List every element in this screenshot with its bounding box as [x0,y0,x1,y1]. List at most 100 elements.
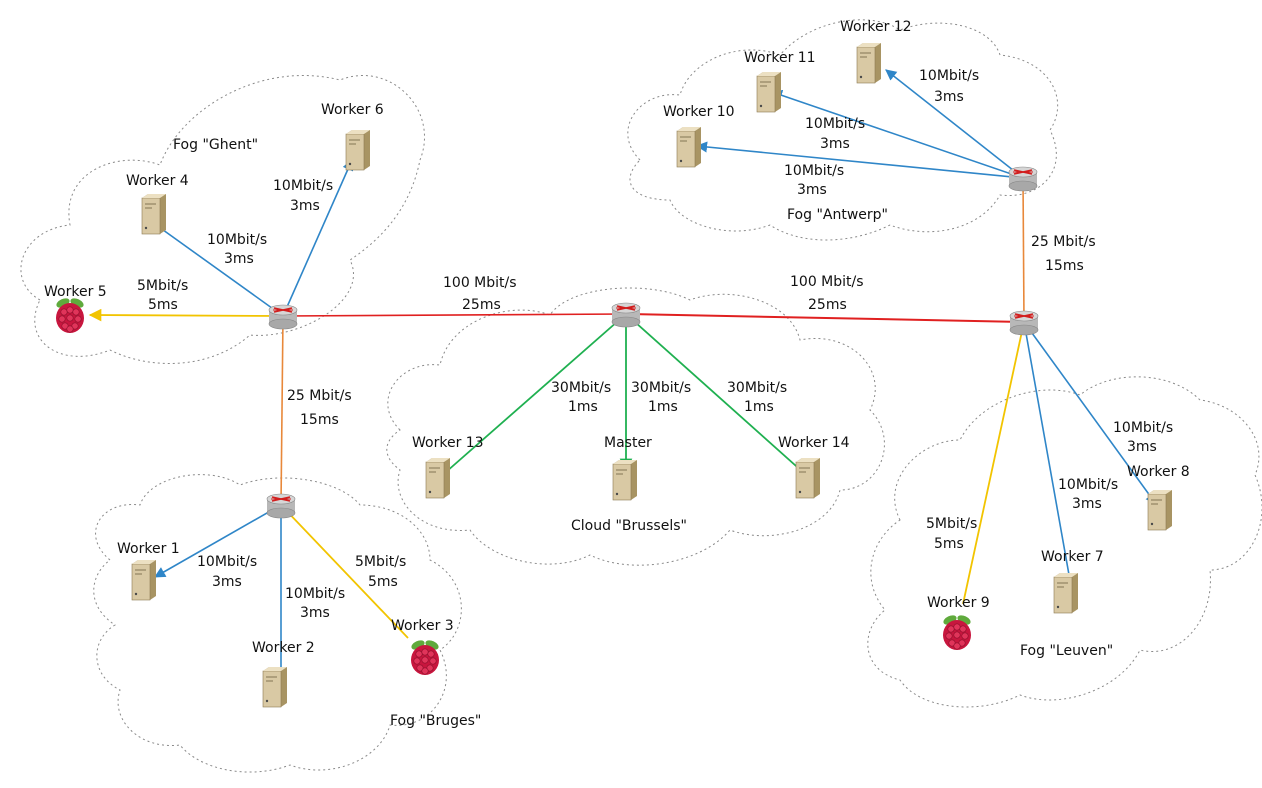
link-label-w3-lat: 5ms [368,574,398,590]
link-label-w7-lat: 3ms [1072,496,1102,512]
link-label-w8-bw: 10Mbit/s [1113,420,1173,436]
link-label-ghent-bruges-bw: 25 Mbit/s [287,388,352,404]
routers-layer [266,166,1039,519]
link-label-w4-bw: 10Mbit/s [207,232,267,248]
link-label-w10-bw: 10Mbit/s [784,163,844,179]
node-label-w13: Worker 13 [412,435,484,451]
link-w9 [962,320,1028,605]
server-icon-w13 [425,458,450,499]
link-label-ghent-brussels-bw: 100 Mbit/s [443,275,517,291]
link-w11 [770,89,1024,179]
link-w13 [445,313,627,473]
link-label-w9-bw: 5Mbit/s [926,516,977,532]
server-icon-master [612,460,637,501]
region-label-antwerp: Fog "Antwerp" [787,207,888,223]
link-w8 [1023,321,1157,505]
link-label-w9-lat: 5ms [934,536,964,552]
link-w3 [280,504,409,639]
node-label-w11: Worker 11 [744,50,816,66]
link-label-leuven-antwerp-bw: 25 Mbit/s [1031,234,1096,250]
servers-layer [131,43,1172,708]
link-label-w4-lat: 3ms [224,251,254,267]
link-label-w7-bw: 10Mbit/s [1058,477,1118,493]
router-icon-bruges [266,493,296,519]
link-label-brussels-leuven-lat: 25ms [808,297,847,313]
link-label-w2-lat: 3ms [300,605,330,621]
node-label-master: Master [604,435,652,451]
server-icon-w12 [856,43,881,84]
server-icon-w8 [1147,490,1172,531]
region-label-brussels: Cloud "Brussels" [571,518,687,534]
link-label-w3-bw: 5Mbit/s [355,554,406,570]
server-icon-w7 [1053,573,1078,614]
server-icon-w11 [756,72,781,113]
node-label-w9: Worker 9 [927,595,990,611]
router-icon-brussels [611,302,641,328]
node-label-w8: Worker 8 [1127,464,1190,480]
link-label-w14-lat: 1ms [744,399,774,415]
node-label-w10: Worker 10 [663,104,735,120]
node-label-w4: Worker 4 [126,173,189,189]
link-w12 [885,69,1024,179]
region-label-bruges: Fog "Bruges" [390,713,481,729]
fog-bruges-cloud [93,474,462,773]
link-label-w1-lat: 3ms [212,574,242,590]
link-label-w11-bw: 10Mbit/s [805,116,865,132]
link-label-master-bw: 30Mbit/s [631,380,691,396]
link-label-w13-lat: 1ms [568,399,598,415]
router-icon-ghent [268,304,298,330]
link-label-w12-bw: 10Mbit/s [919,68,979,84]
link-label-w10-lat: 3ms [797,182,827,198]
link-w10 [695,141,1024,179]
link-label-w2-bw: 10Mbit/s [285,586,345,602]
link-label-w6-bw: 10Mbit/s [273,178,333,194]
link-label-w13-bw: 30Mbit/s [551,380,611,396]
region-label-leuven: Fog "Leuven" [1020,643,1113,659]
fog-antwerp-cloud [627,19,1059,241]
link-label-w1-bw: 10Mbit/s [197,554,257,570]
raspberry-pi-layer [56,298,971,675]
link-label-w14-bw: 30Mbit/s [727,380,787,396]
server-icon-w4 [141,194,166,235]
links-layer [88,69,1157,680]
node-label-w6: Worker 6 [321,102,384,118]
link-label-brussels-leuven-bw: 100 Mbit/s [790,274,864,290]
raspberry-pi-icon-w3 [411,640,439,675]
link-label-w11-lat: 3ms [820,136,850,152]
server-icon-w2 [262,667,287,708]
server-icon-w1 [131,560,156,601]
server-icon-w6 [345,130,370,171]
node-label-w3: Worker 3 [391,618,454,634]
labels-layer: Fog "Ghent" Fog "Antwerp" Cloud "Brussel… [44,19,1190,729]
router-icon-leuven [1009,310,1039,336]
fog-ghent-cloud [20,75,425,364]
link-w4 [151,221,284,317]
link-label-master-lat: 1ms [648,399,678,415]
link-brussels-leuven [625,313,1025,323]
link-w6 [282,158,354,317]
link-label-leuven-antwerp-lat: 15ms [1045,258,1084,274]
link-w7 [1023,321,1075,588]
link-ghent-bruges [280,315,284,506]
link-label-w5-bw: 5Mbit/s [137,278,188,294]
link-leuven-antwerp [1022,177,1025,323]
link-w5 [88,308,284,322]
link-label-ghent-bruges-lat: 15ms [300,412,339,428]
link-label-ghent-brussels-lat: 25ms [462,297,501,313]
link-label-w8-lat: 3ms [1127,439,1157,455]
router-icon-antwerp [1008,166,1038,192]
server-icon-w10 [676,127,701,168]
link-w14 [625,313,806,475]
link-label-w12-lat: 3ms [934,89,964,105]
link-label-w5-lat: 5ms [148,297,178,313]
raspberry-pi-icon-w5 [56,298,84,333]
link-label-w6-lat: 3ms [290,198,320,214]
node-label-w12: Worker 12 [840,19,912,35]
raspberry-pi-icon-w9 [943,615,971,650]
node-label-w7: Worker 7 [1041,549,1104,565]
region-label-ghent: Fog "Ghent" [173,137,258,153]
node-label-w2: Worker 2 [252,640,315,656]
server-icon-w14 [795,458,820,499]
